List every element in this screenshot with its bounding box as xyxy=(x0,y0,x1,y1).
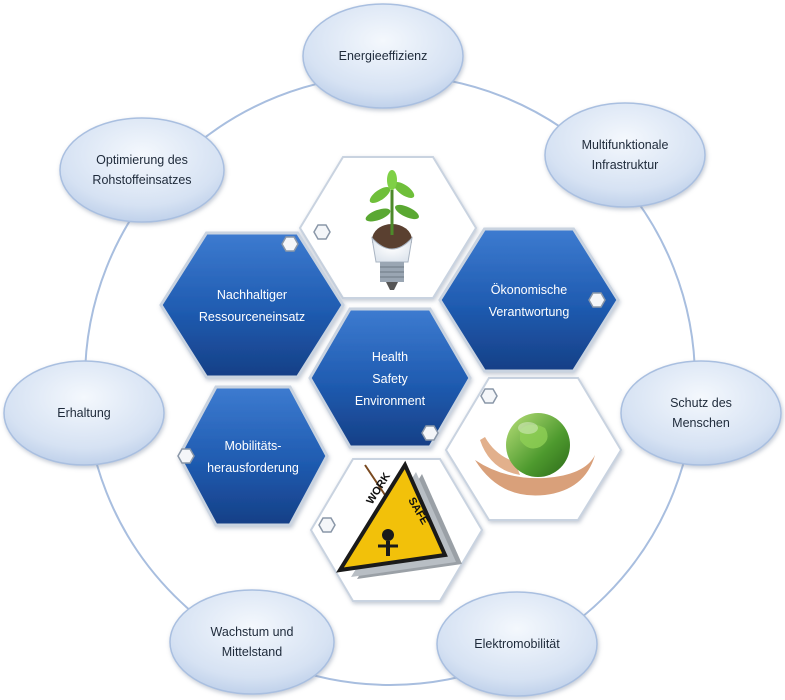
hex-corner-icon xyxy=(421,425,439,441)
oval-elektromobilitaet: Elektromobilität xyxy=(436,591,598,697)
hex-shape xyxy=(438,227,620,373)
hex-corner-icon xyxy=(588,292,606,308)
hex-label-line: Ressourceneinsatz xyxy=(199,310,305,324)
oval-shape xyxy=(302,3,464,109)
oval-label-line: Rohstoffeinsatzes xyxy=(92,173,191,187)
hex-shape xyxy=(177,385,329,527)
oval-shape xyxy=(620,360,782,466)
oval-label-line: Menschen xyxy=(672,416,730,430)
oval-erhaltung: Erhaltung xyxy=(3,360,165,466)
oval-label-line: Optimierung des xyxy=(96,153,188,167)
hex-corner-icon xyxy=(318,517,336,533)
hex-corner-icon xyxy=(480,388,498,404)
hex-shape xyxy=(308,307,472,449)
hex-corner-icon xyxy=(281,236,299,252)
hex-shape xyxy=(159,231,345,379)
image-hex-worksafe: WORK SAFE xyxy=(309,458,484,602)
hex-label-line: Health xyxy=(372,350,408,364)
oval-shape xyxy=(169,589,335,695)
image-hex-plant xyxy=(298,156,478,299)
hex-label-line: Environment xyxy=(355,394,426,408)
oval-shape xyxy=(59,117,225,223)
hex-corner-icon xyxy=(313,224,331,240)
hex-mobilitaets-herausforderung: Mobilitäts-herausforderung xyxy=(177,385,329,527)
plant-bulb-icon xyxy=(365,170,419,290)
oval-shape xyxy=(544,102,706,208)
image-hex-globe xyxy=(444,377,623,521)
hex-label-line: Verantwortung xyxy=(489,305,570,319)
oval-label-line: Elektromobilität xyxy=(474,637,560,651)
oval-shape xyxy=(436,591,598,697)
oval-label-line: Infrastruktur xyxy=(592,158,659,172)
hex-label-line: Nachhaltiger xyxy=(217,288,287,302)
hex-label-line: Ökonomische xyxy=(491,283,567,297)
hex-label-line: herausforderung xyxy=(207,461,299,475)
oval-label-line: Multifunktionale xyxy=(582,138,669,152)
hex-label-line: Mobilitäts- xyxy=(225,439,282,453)
oval-label-line: Erhaltung xyxy=(57,406,111,420)
hex-label-line: Safety xyxy=(372,372,408,386)
oval-energieeffizienz: Energieeffizienz xyxy=(302,3,464,109)
oval-label-line: Energieeffizienz xyxy=(339,49,428,63)
hex-corner-icon xyxy=(177,448,195,464)
oval-label-line: Mittelstand xyxy=(222,645,282,659)
oval-shape xyxy=(3,360,165,466)
oval-label-line: Wachstum und xyxy=(211,625,294,639)
oval-label-line: Schutz des xyxy=(670,396,732,410)
globe-hands-icon xyxy=(475,413,595,496)
work-safe-sign-icon: WORK SAFE xyxy=(336,460,462,579)
